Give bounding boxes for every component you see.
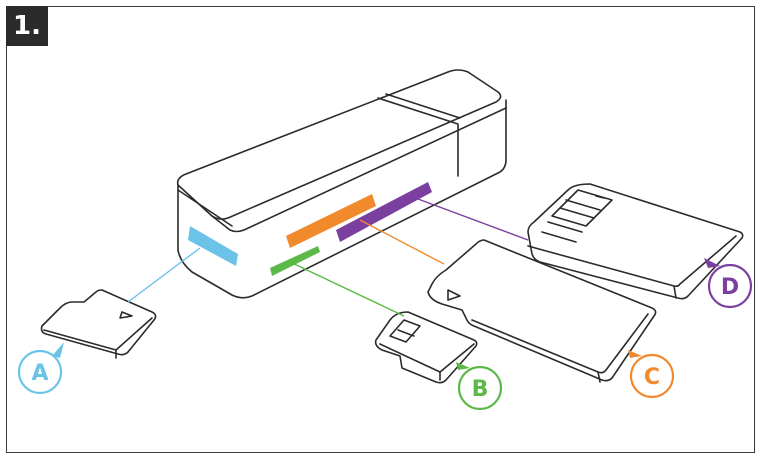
leader-line-b bbox=[289, 261, 405, 317]
callout-c: C bbox=[628, 350, 675, 399]
callout-letter-c: C bbox=[644, 365, 660, 390]
leader-lines bbox=[127, 195, 529, 317]
slot-sd bbox=[336, 182, 432, 242]
callout-b: B bbox=[456, 362, 503, 411]
slot-memory-stick bbox=[286, 194, 376, 248]
step-number-badge: 1. bbox=[6, 6, 48, 46]
microsd-card bbox=[374, 311, 478, 384]
slot-microsd bbox=[270, 246, 320, 276]
reader-slots bbox=[188, 182, 432, 276]
callout-letter-d: D bbox=[721, 275, 739, 300]
leader-line-d bbox=[409, 195, 529, 241]
m2-card bbox=[40, 289, 157, 359]
callout-d: D bbox=[704, 258, 753, 309]
card-reader-body bbox=[176, 69, 507, 299]
slot-m2 bbox=[188, 226, 238, 266]
leader-line-a bbox=[127, 247, 201, 303]
memory-stick-card bbox=[427, 239, 657, 383]
callout-a: A bbox=[17, 342, 64, 395]
callout-letter-b: B bbox=[472, 377, 489, 402]
callout-letter-a: A bbox=[31, 361, 48, 386]
sd-card bbox=[527, 183, 744, 300]
diagram-frame bbox=[6, 6, 755, 453]
leader-line-c bbox=[359, 219, 445, 265]
